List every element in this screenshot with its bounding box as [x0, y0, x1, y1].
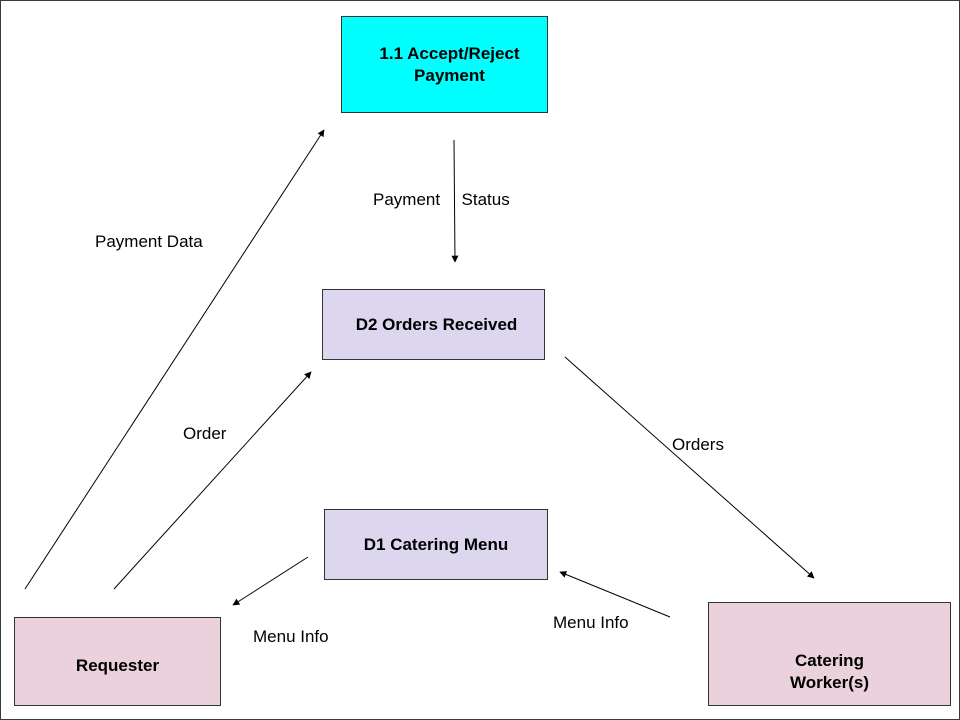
datastore-menu-label: D1 Catering Menu	[363, 534, 509, 554]
edge-payment-status-arrow	[451, 139, 459, 263]
edge-order-arrow	[113, 371, 312, 590]
edge-label-payment-status: Payment Status	[373, 190, 510, 209]
edge-label-payment-data: Payment Data	[95, 232, 203, 251]
entity-catering-label: Catering Worker(s)	[789, 651, 870, 692]
process-node-accept-reject-payment[interactable]: 1.1 Accept/Reject Payment	[341, 16, 548, 113]
edge-menu-info-left-arrow	[232, 556, 309, 606]
edge-label-orders: Orders	[672, 435, 724, 454]
entity-requester-label: Requester	[75, 655, 160, 675]
datastore-orders-label: D2 Orders Received	[355, 314, 518, 334]
edge-label-menu-info-to-requester: Menu Info	[253, 627, 329, 646]
edge-menu-info-right-arrow	[559, 571, 671, 618]
edge-orders-arrow	[564, 356, 815, 579]
entity-node-catering-workers[interactable]: Catering Worker(s)	[708, 602, 951, 706]
edge-label-order: Order	[183, 424, 227, 443]
process-node-label: 1.1 Accept/Reject Payment	[379, 43, 520, 85]
edge-label-menu-info-from-catering: Menu Info	[553, 613, 629, 632]
entity-node-requester[interactable]: Requester	[14, 617, 221, 706]
datastore-node-orders-received[interactable]: D2 Orders Received	[322, 289, 545, 360]
edge-payment-data-arrow	[24, 129, 325, 590]
datastore-node-catering-menu[interactable]: D1 Catering Menu	[324, 509, 548, 580]
